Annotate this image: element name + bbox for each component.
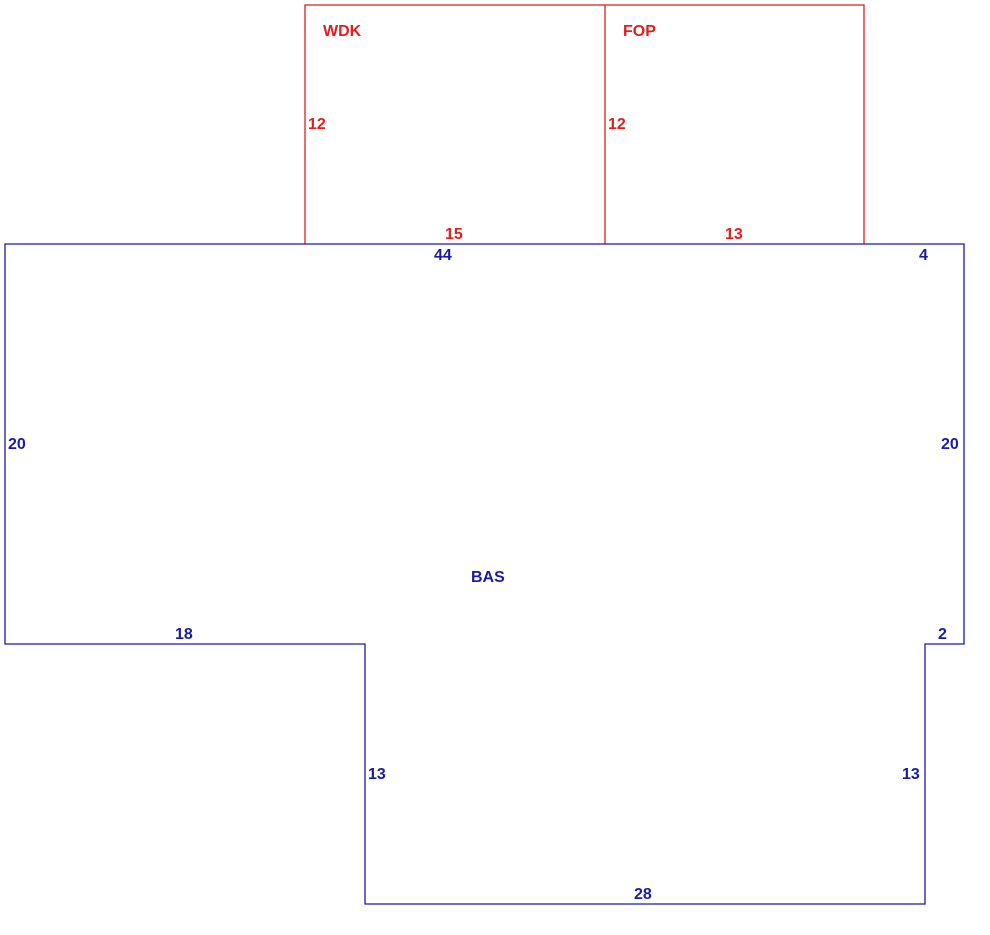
wdk-area: WDK 12 15 — [304, 4, 606, 244]
bas-outline — [4, 243, 965, 905]
fop-outline — [605, 4, 865, 244]
bas-right-dimension: 20 — [941, 436, 959, 453]
bas-lower-left-dimension: 18 — [175, 626, 193, 643]
bas-lower-right-dimension: 2 — [938, 626, 947, 643]
bas-left-dimension: 20 — [8, 436, 26, 453]
wdk-code-label: WDK — [323, 23, 362, 40]
bas-bottom-dimension: 28 — [634, 886, 652, 903]
bas-code-label: BAS — [471, 569, 505, 586]
bas-inner-right-dimension: 13 — [902, 766, 920, 783]
wdk-bottom-dimension: 15 — [445, 226, 463, 243]
bas-area: BAS 44 4 20 20 18 2 13 13 28 — [4, 243, 965, 905]
fop-bottom-dimension: 13 — [725, 226, 743, 243]
bas-inner-left-dimension: 13 — [368, 766, 386, 783]
fop-code-label: FOP — [623, 23, 656, 40]
wdk-outline — [304, 4, 606, 244]
wdk-left-dimension: 12 — [308, 116, 326, 133]
fop-left-dimension: 12 — [608, 116, 626, 133]
bas-top-right-dimension: 4 — [919, 247, 928, 264]
bas-top-dimension: 44 — [434, 247, 452, 264]
fop-area: FOP 12 13 — [605, 4, 865, 244]
